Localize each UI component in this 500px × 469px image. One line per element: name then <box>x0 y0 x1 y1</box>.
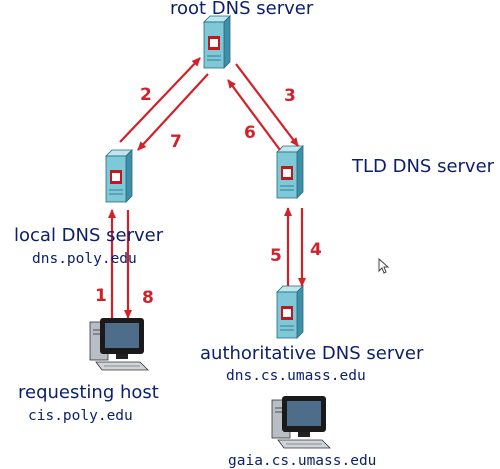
step-label-8: 8 <box>142 288 154 308</box>
step-label-3: 3 <box>284 86 296 106</box>
requesting-host-hostname: cis.poly.edu <box>28 408 133 424</box>
local-server-label: local DNS server <box>14 225 164 246</box>
arrow-step-3 <box>235 63 299 147</box>
authoritative-server-label: authoritative DNS server <box>200 343 424 364</box>
arrow-step-7 <box>137 73 209 151</box>
requesting-host-label: requesting host <box>18 382 159 403</box>
local-server-hostname: dns.poly.edu <box>32 251 137 267</box>
root-dns-server-icon <box>203 15 231 69</box>
step-label-6: 6 <box>244 123 256 143</box>
target-host-hostname: gaia.cs.umass.edu <box>228 453 377 469</box>
requesting-host-workstation-icon <box>89 317 149 371</box>
step-label-4: 4 <box>310 240 322 260</box>
step-label-2: 2 <box>140 85 152 105</box>
step-label-7: 7 <box>170 132 182 152</box>
authoritative-dns-server-icon <box>276 285 304 339</box>
arrow-step-6 <box>227 79 281 151</box>
authoritative-server-hostname: dns.cs.umass.edu <box>226 368 366 384</box>
step-label-5: 5 <box>270 246 282 266</box>
local-dns-server-icon <box>105 149 133 203</box>
step-label-1: 1 <box>95 286 107 306</box>
target-host-workstation-icon <box>271 395 331 449</box>
tld-dns-server-icon <box>276 145 304 199</box>
root-server-label: root DNS server <box>170 0 314 19</box>
mouse-cursor-icon <box>378 258 390 274</box>
arrow-step-2 <box>119 57 201 143</box>
tld-server-label: TLD DNS server <box>352 156 495 177</box>
